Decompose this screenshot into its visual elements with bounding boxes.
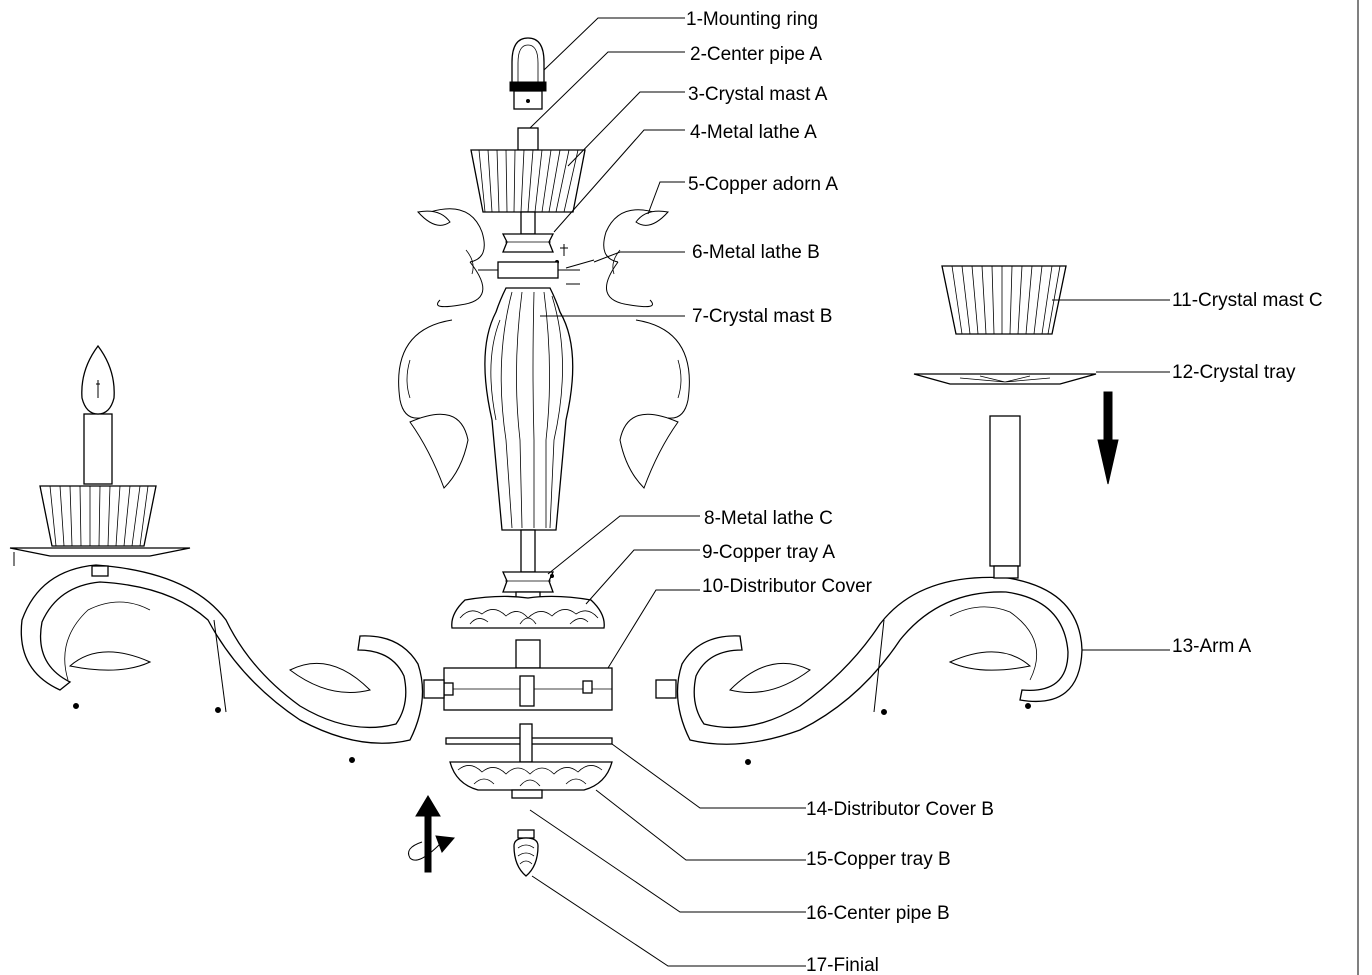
label-distributor-cover: 10-Distributor Cover	[702, 576, 873, 597]
label-center-pipe-b: 16-Center pipe B	[806, 903, 950, 924]
distributor-cover-b	[445, 723, 613, 763]
candle-left	[9, 344, 191, 577]
metal-lathe-a	[501, 233, 568, 264]
copper-tray-b	[449, 761, 613, 791]
copper-adorn-a-left	[398, 208, 485, 489]
label-crystal-mast-c: 11-Crystal mast C	[1172, 290, 1323, 311]
crystal-mast-a	[470, 149, 586, 213]
label-distributor-cover-b: 14-Distributor Cover B	[806, 799, 994, 820]
label-metal-lathe-a: 4-Metal lathe A	[690, 122, 817, 143]
label-arm-a: 13-Arm A	[1172, 636, 1252, 657]
label-center-pipe-a: 2-Center pipe A	[690, 44, 822, 65]
metal-lathe-c	[501, 571, 555, 593]
crystal-mast-c	[941, 265, 1067, 335]
center-pipe-a	[517, 127, 539, 151]
label-mounting-ring: 1-Mounting ring	[686, 9, 818, 30]
copper-adorn-a-right	[603, 209, 690, 489]
label-crystal-tray: 12-Crystal tray	[1172, 362, 1296, 383]
label-crystal-mast-a: 3-Crystal mast A	[688, 84, 828, 105]
label-metal-lathe-c: 8-Metal lathe C	[704, 508, 833, 529]
metal-lathe-b	[478, 259, 595, 285]
label-finial: 17-Finial	[806, 955, 879, 975]
arm-a-right	[655, 576, 1083, 765]
finial	[513, 829, 539, 877]
rotate-arrow-icon	[408, 795, 455, 873]
down-arrow-icon	[1097, 391, 1119, 485]
label-metal-lathe-b: 6-Metal lathe B	[692, 242, 820, 263]
center-pipe-b	[511, 789, 543, 799]
mounting-ring	[509, 37, 547, 110]
label-copper-tray-a: 9-Copper tray A	[702, 542, 835, 563]
leader-lines	[529, 17, 1170, 967]
label-crystal-mast-b: 7-Crystal mast B	[692, 306, 832, 327]
crystal-mast-b	[484, 287, 574, 531]
arm-a-left	[20, 564, 445, 763]
crystal-tray	[913, 373, 1097, 385]
label-copper-adorn-a: 5-Copper adorn A	[688, 174, 838, 195]
distributor-cover	[443, 667, 613, 711]
copper-tray-a	[451, 591, 605, 629]
candle-socket-right	[989, 415, 1021, 579]
label-copper-tray-b: 15-Copper tray B	[806, 849, 951, 870]
